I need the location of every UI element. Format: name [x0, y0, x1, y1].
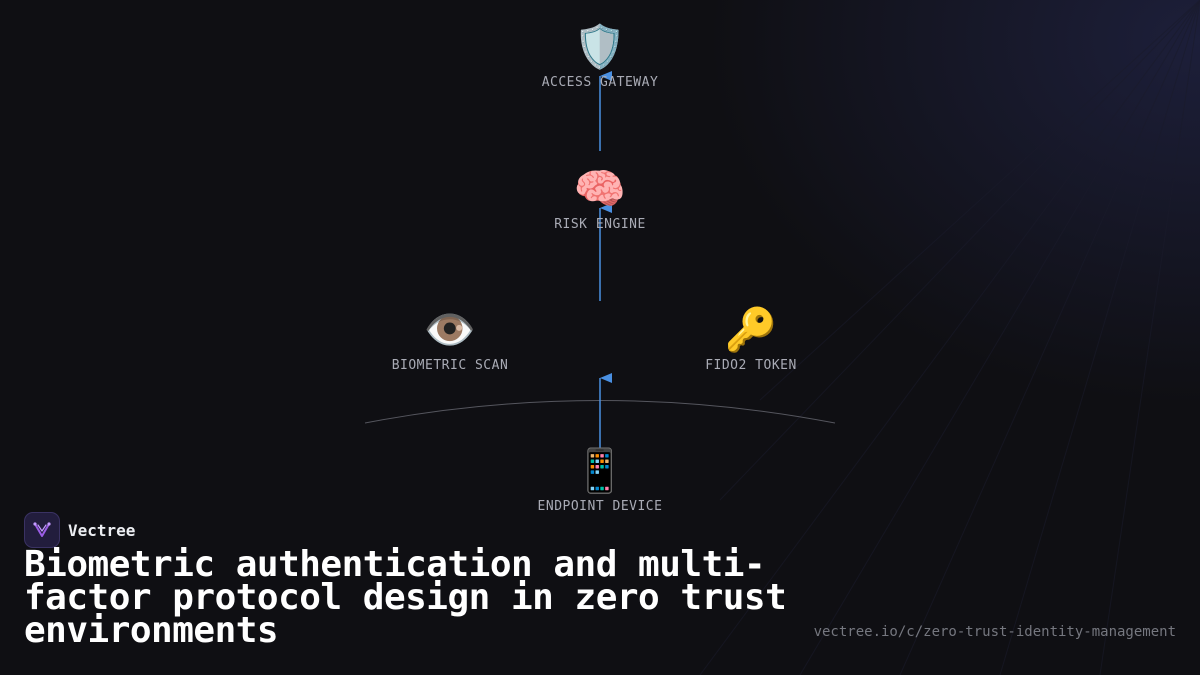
node-label-access-gateway: ACCESS GATEWAY — [541, 75, 659, 90]
node-label-risk-engine: RISK ENGINE — [554, 217, 646, 232]
node-label-endpoint-device: ENDPOINT DEVICE — [537, 499, 663, 514]
mobile-phone-icon: 📱 — [573, 446, 627, 495]
page-title: Biometric authentication and multi-facto… — [24, 544, 787, 651]
node-label-biometric-scan: BIOMETRIC SCAN — [391, 358, 509, 373]
node-risk-engine: 🧠 RISK ENGINE — [490, 164, 710, 232]
node-biometric-scan: 👁️ BIOMETRIC SCAN — [340, 305, 560, 373]
eye-icon: 👁️ — [423, 305, 477, 354]
node-endpoint-device: 📱 ENDPOINT DEVICE — [490, 446, 710, 514]
vectree-logo-icon — [24, 512, 60, 548]
brand-name: Vectree — [68, 520, 136, 540]
brand[interactable]: Vectree — [24, 512, 135, 548]
node-fido2-token: 🔑 FIDO2 TOKEN — [641, 305, 861, 373]
shield-icon: 🛡️ — [573, 22, 627, 71]
node-label-fido2-token: FIDO2 TOKEN — [705, 358, 797, 373]
node-access-gateway: 🛡️ ACCESS GATEWAY — [490, 22, 710, 90]
page-url[interactable]: vectree.io/c/zero-trust-identity-managem… — [813, 624, 1176, 640]
key-icon: 🔑 — [724, 305, 778, 354]
brain-icon: 🧠 — [573, 164, 627, 213]
